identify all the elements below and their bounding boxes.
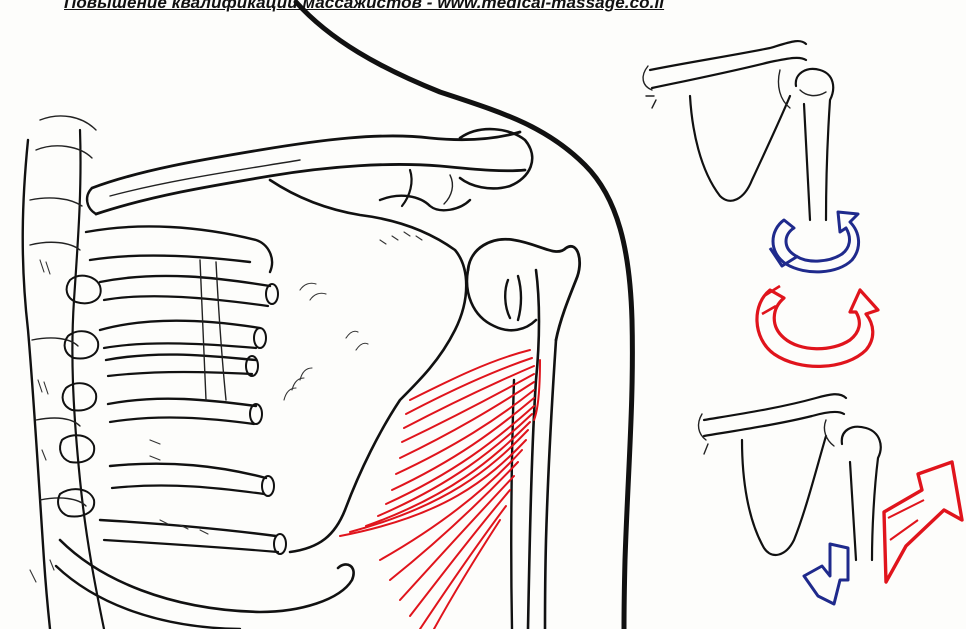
highlighted-muscle	[340, 350, 540, 629]
clavicle	[87, 132, 525, 214]
external-rotation-arrow	[757, 290, 878, 366]
scapula-downward-arrow	[804, 544, 848, 604]
scapula-shading	[284, 232, 422, 400]
scapula-movement-diagram	[699, 394, 962, 604]
scapula-upward-arrow	[884, 462, 962, 582]
scapula-body-outline	[270, 180, 466, 552]
humerus-rotation-diagram	[643, 41, 878, 366]
cervical-spine	[23, 116, 104, 629]
shoulder-anatomy-illustration	[23, 2, 633, 629]
